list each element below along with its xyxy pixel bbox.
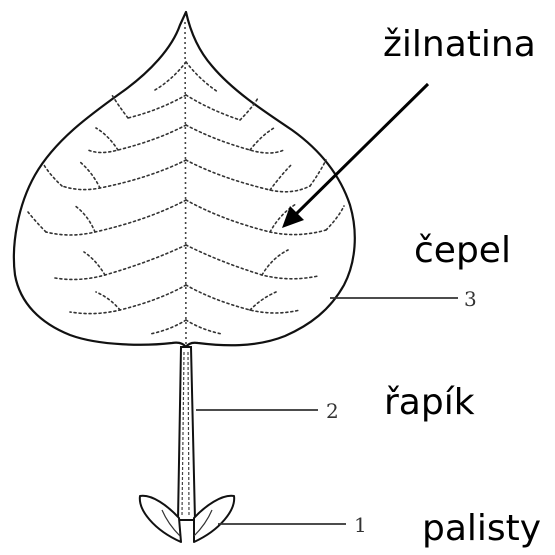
label-zilnatina: žilnatina xyxy=(383,24,536,65)
number-3: 3 xyxy=(464,287,477,311)
number-1: 1 xyxy=(354,513,367,537)
label-cepel: čepel xyxy=(414,230,511,271)
stipule-left xyxy=(140,496,181,542)
venation-arrow xyxy=(282,84,428,228)
number-2: 2 xyxy=(326,399,339,423)
label-palisty: palisty xyxy=(422,508,541,549)
midrib xyxy=(185,22,186,345)
petiole xyxy=(178,347,195,520)
stipule-right xyxy=(194,496,234,542)
label-rapik: řapík xyxy=(384,382,475,423)
